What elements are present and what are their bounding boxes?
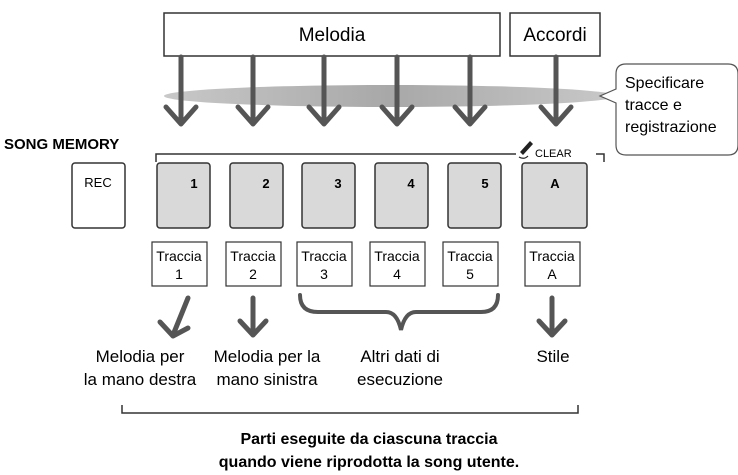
callout-bubble <box>598 63 738 156</box>
desc-other-2: esecuzione <box>357 370 443 389</box>
rec-button[interactable] <box>71 162 126 229</box>
arrow-track-2 <box>235 54 271 127</box>
callout-line-1: Specificare <box>625 75 704 92</box>
desc-other-1: Altri dati di <box>360 347 439 366</box>
track-key-label-4: 4 <box>407 176 415 191</box>
track-box-5-title: Traccia <box>447 248 493 264</box>
arrow-track-1 <box>163 54 199 127</box>
callout-line-2: tracce e <box>625 97 682 114</box>
track-box-3-num: 3 <box>320 266 328 282</box>
track-box-2 <box>225 241 282 287</box>
track-box-4-title: Traccia <box>374 248 420 264</box>
track-box-4-num: 4 <box>393 266 401 282</box>
clear-pen-icon <box>518 141 533 159</box>
track-box-a <box>524 241 581 287</box>
keys-bracket-left <box>155 153 516 162</box>
song-memory-title: SONG MEMORY <box>4 136 119 153</box>
track-box-a-num: A <box>547 266 557 282</box>
clear-label: CLEAR <box>535 148 572 160</box>
desc-left-hand-1: Melodia per la <box>214 347 321 366</box>
desc-right-hand-2: la mano destra <box>84 370 197 389</box>
accordi-box <box>509 12 601 57</box>
header-arrows <box>163 54 574 127</box>
track-key-4[interactable] <box>374 162 429 229</box>
accordi-label: Accordi <box>523 25 586 46</box>
track-descriptions: Melodia per la mano destra Melodia per l… <box>84 347 570 389</box>
footer-line-1: Parti eseguite da ciascuna traccia <box>240 431 497 448</box>
track-box-2-num: 2 <box>249 266 257 282</box>
desc-style: Stile <box>536 347 569 366</box>
arrow-track-3 <box>306 54 342 127</box>
arrow-track-a <box>538 54 574 127</box>
track-box-4 <box>369 241 426 287</box>
footer-line-2: quando viene riprodotta la song utente. <box>219 454 519 471</box>
track-key-a[interactable] <box>521 162 588 229</box>
track-key-label-1: 1 <box>190 176 197 191</box>
melodia-box <box>163 12 501 57</box>
arrow-track-4 <box>379 54 415 127</box>
track-box-1-title: Traccia <box>156 248 202 264</box>
keys-bracket-right <box>596 153 605 162</box>
track-key-5[interactable] <box>447 162 502 229</box>
track-box-2-title: Traccia <box>230 248 276 264</box>
track-keys: 1 2 3 4 5 A <box>156 162 588 229</box>
footer-bracket <box>121 405 579 414</box>
track-labels: Traccia 1 Traccia 2 Traccia 3 Traccia 4 … <box>151 241 581 287</box>
arrow-track-5 <box>452 54 488 127</box>
track-box-3 <box>296 241 353 287</box>
arrow-desc-2 <box>237 295 269 338</box>
track-box-a-title: Traccia <box>529 248 575 264</box>
track-key-1[interactable] <box>156 162 211 229</box>
desc-left-hand-2: mano sinistra <box>216 370 318 389</box>
track-box-3-title: Traccia <box>301 248 347 264</box>
desc-right-hand-1: Melodia per <box>96 347 185 366</box>
rec-label: REC <box>84 175 111 190</box>
track-box-1 <box>151 241 208 287</box>
track-box-1-num: 1 <box>175 266 183 282</box>
track-key-label-a: A <box>550 176 560 191</box>
tracks-3-5-brace <box>298 293 500 331</box>
track-box-5-num: 5 <box>466 266 474 282</box>
arrow-desc-a <box>536 295 568 338</box>
track-key-2[interactable] <box>229 162 284 229</box>
track-key-label-2: 2 <box>262 176 269 191</box>
track-key-3[interactable] <box>301 162 356 229</box>
track-key-label-5: 5 <box>481 176 488 191</box>
lower-arrows <box>157 295 568 339</box>
arrow-desc-1 <box>157 295 191 339</box>
track-box-5 <box>442 241 499 287</box>
melodia-label: Melodia <box>299 25 366 46</box>
callout-line-3: registrazione <box>625 119 717 136</box>
selection-band <box>164 85 616 107</box>
track-key-label-3: 3 <box>334 176 341 191</box>
